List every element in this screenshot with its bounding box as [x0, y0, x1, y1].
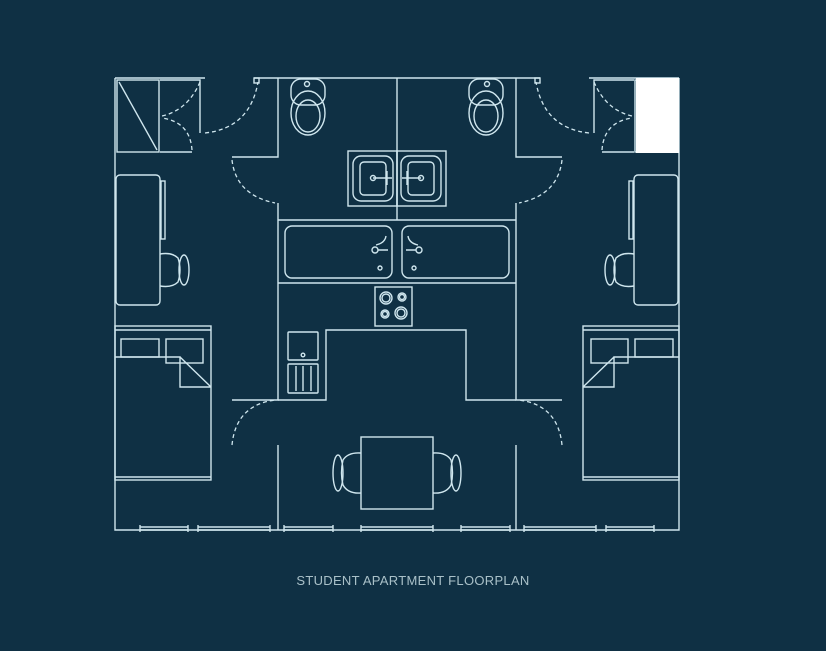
dining-table — [360, 436, 434, 510]
floorplan-caption: STUDENT APARTMENT FLOORPLAN — [296, 573, 530, 588]
kitchen — [278, 78, 516, 401]
storage-block — [636, 78, 679, 153]
left-wing — [114, 77, 398, 533]
